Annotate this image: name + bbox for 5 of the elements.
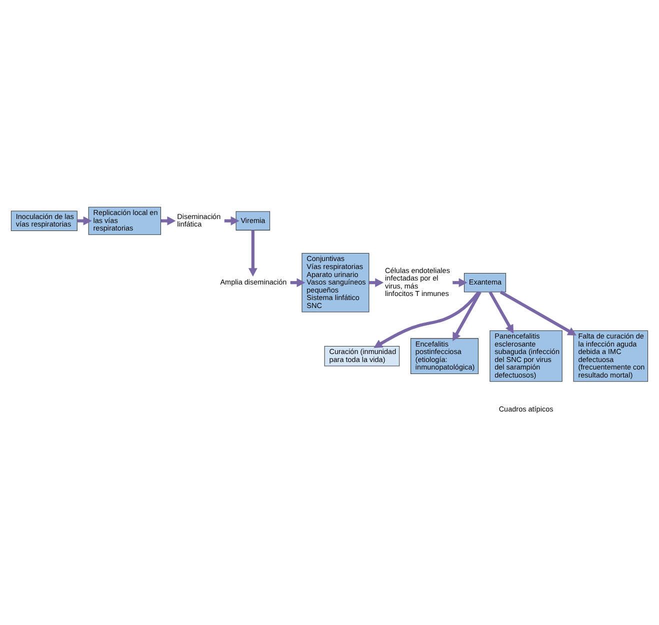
arrow (488, 290, 514, 333)
arrow (374, 290, 480, 348)
arrow (452, 290, 482, 341)
arrow (500, 290, 576, 335)
arrow (248, 230, 258, 276)
